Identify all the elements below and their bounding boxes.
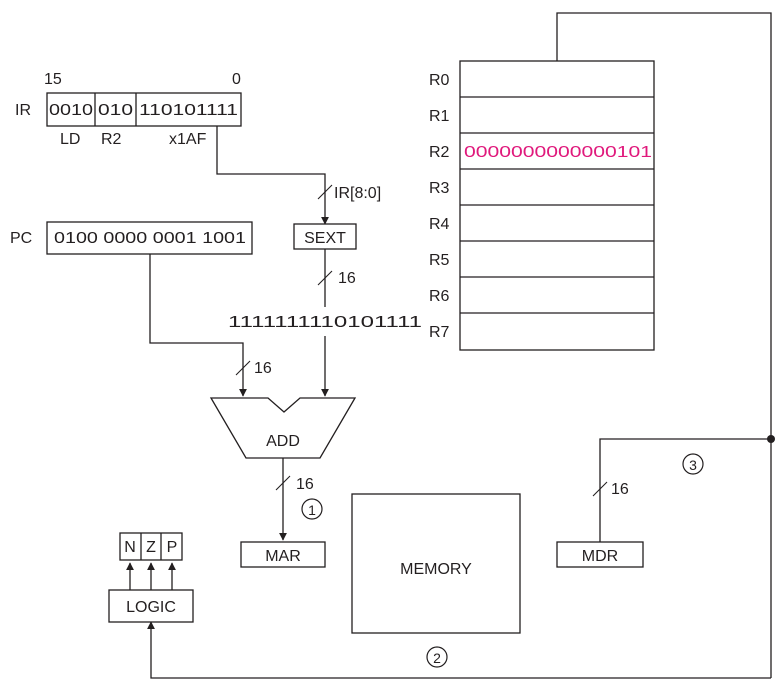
pc-value: 0100 0000 0001 1001 bbox=[54, 230, 246, 247]
mar-label: MAR bbox=[265, 548, 301, 565]
sext-unit: SEXT bbox=[293, 223, 357, 250]
sext-label: SEXT bbox=[304, 230, 346, 247]
mdr: MDR bbox=[556, 541, 644, 568]
mar: MAR bbox=[240, 541, 326, 568]
step-3-label: 3 bbox=[689, 457, 697, 473]
bus-width-tick bbox=[317, 184, 333, 200]
ir-opcode-label: LD bbox=[60, 131, 80, 148]
bus-width-tick bbox=[317, 270, 333, 286]
adder-output-width: 16 bbox=[296, 476, 314, 493]
bus-to-logic-wire bbox=[147, 621, 771, 679]
register-name-r6: R6 bbox=[429, 288, 450, 305]
logic-unit: LOGIC bbox=[108, 589, 194, 623]
step-2-marker bbox=[426, 646, 448, 668]
logic-box bbox=[108, 589, 194, 623]
pc-label: PC bbox=[10, 230, 32, 247]
adder-shape bbox=[209, 397, 357, 459]
register-name-r3: R3 bbox=[429, 180, 450, 197]
memory-box bbox=[351, 493, 521, 634]
register-name-r2: R2 bbox=[429, 144, 450, 161]
adder-label: ADD bbox=[266, 433, 300, 450]
register-value-r2: 0000000000000101 bbox=[464, 144, 652, 161]
mdr-width-label: 16 bbox=[611, 481, 629, 498]
ir-dr-field: 010 bbox=[98, 102, 133, 119]
sext-input-label: IR[8:0] bbox=[334, 185, 381, 202]
step-3-marker bbox=[682, 453, 704, 475]
step-1-label: 1 bbox=[308, 502, 316, 518]
ir-dr-label: R2 bbox=[101, 131, 122, 148]
adder-input-width: 16 bbox=[254, 360, 272, 377]
sext-box bbox=[293, 223, 357, 250]
program-counter: PC 0100 0000 0001 1001 bbox=[10, 221, 253, 255]
flag-n: N bbox=[124, 539, 136, 556]
adder: ADD bbox=[209, 397, 357, 459]
step-1-marker bbox=[301, 498, 323, 520]
mar-box bbox=[240, 541, 326, 568]
condition-codes: N Z P bbox=[119, 532, 183, 561]
instruction-register: 15 0 IR 0010 010 110101111 LD R2 x1AF bbox=[15, 71, 242, 148]
bus-width-tick bbox=[235, 360, 251, 376]
ir-box bbox=[46, 92, 242, 127]
ir-pcoffset-field: 110101111 bbox=[139, 102, 238, 119]
register-name-r7: R7 bbox=[429, 324, 450, 341]
mdr-to-bus-wire bbox=[599, 438, 771, 542]
mdr-label: MDR bbox=[582, 548, 618, 565]
ir-offset-label: x1AF bbox=[169, 131, 207, 148]
pc-box bbox=[46, 221, 253, 255]
mdr-box bbox=[556, 541, 644, 568]
register-name-r4: R4 bbox=[429, 216, 450, 233]
sext-width-label: 16 bbox=[338, 270, 356, 287]
ir-label: IR bbox=[15, 102, 31, 119]
flag-z: Z bbox=[146, 539, 156, 556]
step-2-label: 2 bbox=[433, 650, 441, 666]
flag-p: P bbox=[167, 539, 178, 556]
register-name-r0: R0 bbox=[429, 72, 450, 89]
ir-bit-0-label: 0 bbox=[232, 71, 241, 88]
register-file: R0 R1 R2 R3 R4 R5 R6 R7 0000000000000101 bbox=[429, 60, 655, 351]
bus-width-tick bbox=[275, 475, 291, 491]
register-name-r1: R1 bbox=[429, 108, 450, 125]
bus-junction-dot bbox=[767, 435, 775, 443]
memory-label: MEMORY bbox=[400, 561, 472, 578]
register-name-r5: R5 bbox=[429, 252, 450, 269]
pc-to-adder-wire bbox=[149, 254, 247, 397]
memory: MEMORY bbox=[351, 493, 521, 634]
ir-opcode-field: 0010 bbox=[49, 102, 93, 119]
ir-bit-15-label: 15 bbox=[44, 71, 62, 88]
nzp-box bbox=[119, 532, 183, 561]
sext-output-value: 1111111110101111 bbox=[228, 314, 422, 331]
logic-label: LOGIC bbox=[126, 599, 176, 616]
ir-to-sext-wire bbox=[216, 126, 329, 225]
